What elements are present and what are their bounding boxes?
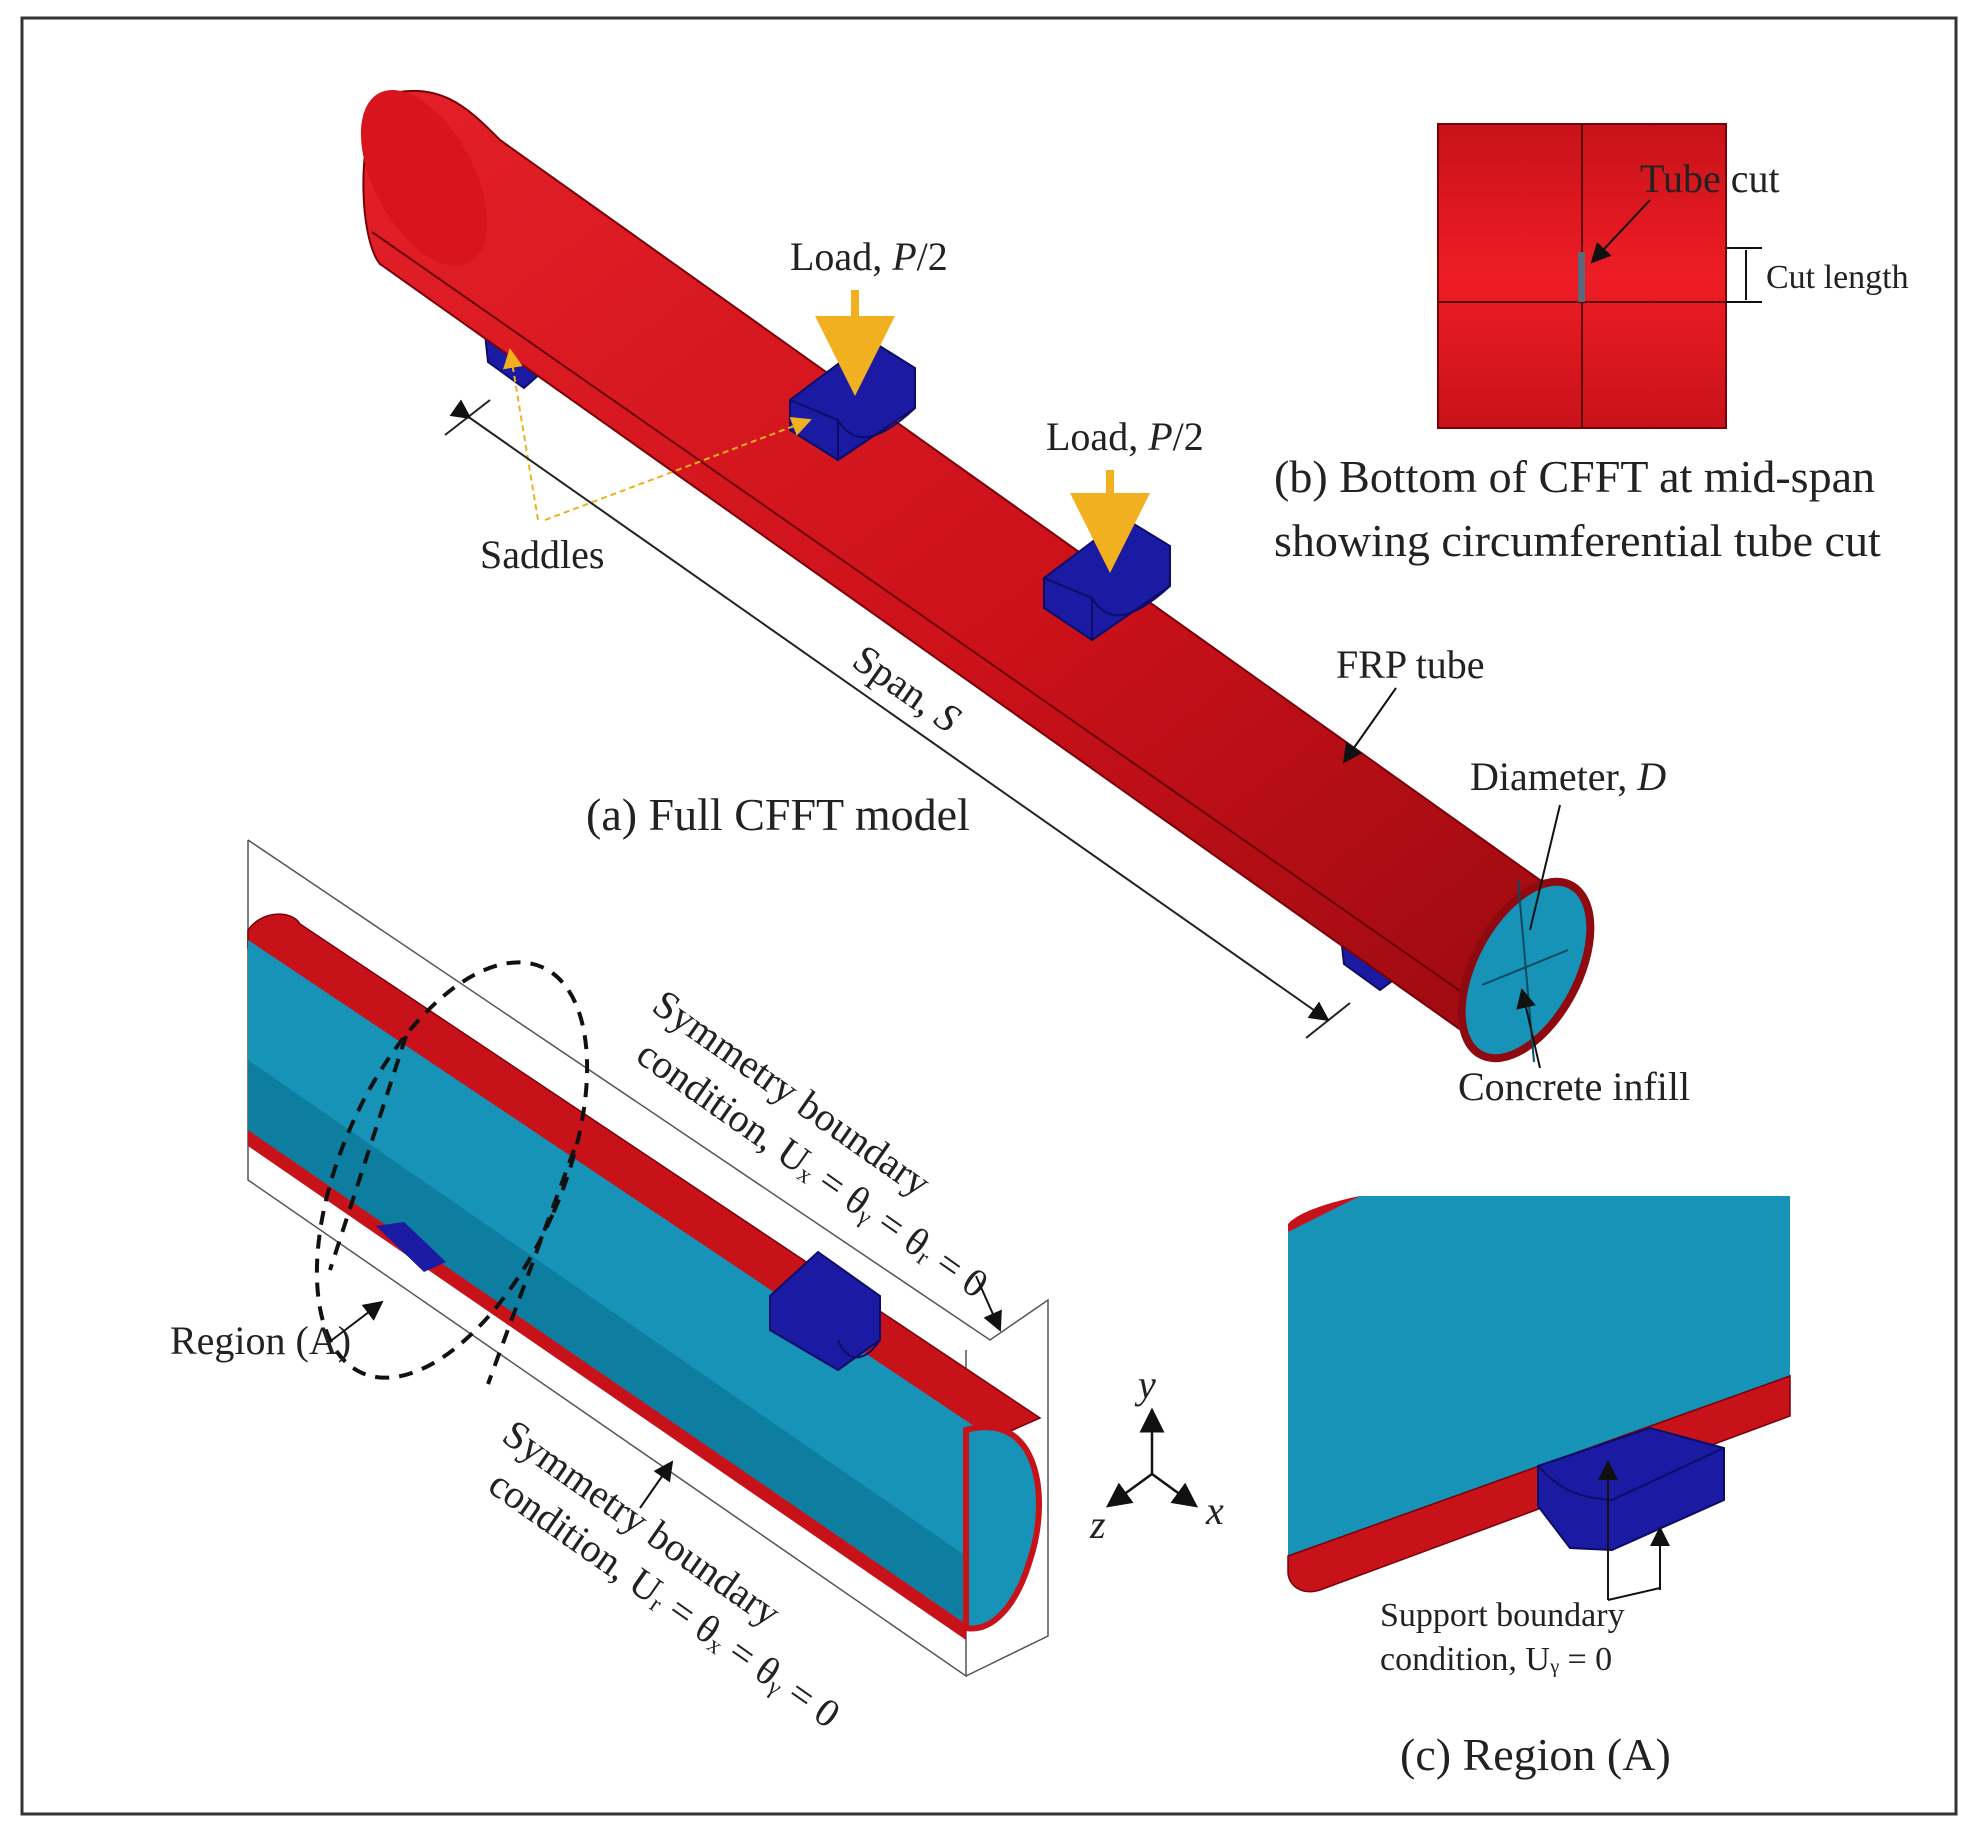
tube-cut-mark (1578, 252, 1585, 302)
axis-x (1151, 1472, 1199, 1508)
saddles-label: Saddles (480, 532, 604, 577)
half-concrete-face-lower (248, 1060, 966, 1624)
panel-a-caption: (a) Full CFFT model (586, 789, 970, 840)
half-end-face (963, 1424, 1042, 1632)
half-saddle-top (769, 1250, 881, 1372)
support-arrow-3 (1607, 1587, 1661, 1601)
span-dimension-line (449, 399, 1330, 1022)
tube-cut-label: Tube cut (1640, 156, 1780, 201)
diameter-label: Diameter, D (1470, 754, 1666, 799)
sym-top-pointer (975, 1275, 1002, 1332)
support-line1: Support boundary (1380, 1597, 1625, 1634)
region-a-dash-1 (328, 1035, 408, 1271)
panel-b: Tube cut Cut length (b) Bottom of CFFT a… (1274, 123, 1909, 566)
region-a-pointer (331, 1300, 384, 1341)
frp-tube-label: FRP tube (1336, 642, 1485, 687)
support-line2: condition, Uᵧ = 0 (1380, 1641, 1612, 1678)
concrete-infill-pointer (1516, 988, 1541, 1069)
tube-left-end (360, 90, 488, 266)
region-a-outline (314, 960, 590, 1380)
symmetry-plane-outline-2 (247, 839, 1049, 1677)
sym-bottom-pointer (639, 1460, 674, 1509)
axis-z-label: z (1089, 1502, 1106, 1547)
region-a-label: Region (A) (170, 1318, 351, 1363)
half-saddle-bottom (376, 1222, 446, 1272)
panel-c-caption: (c) Region (A) (1400, 1729, 1671, 1780)
saddles-pointer-1 (503, 348, 539, 521)
load-label-1: Load, P/2 (790, 234, 948, 279)
frp-tube-pointer (1342, 687, 1397, 764)
diameter-pointer (1529, 804, 1561, 931)
region-c-saddle (1537, 1426, 1725, 1552)
tube-seam (371, 231, 1477, 1003)
panel-b-caption-line1: (b) Bottom of CFFT at mid-span (1274, 451, 1875, 502)
region-a-dash-2 (486, 1149, 576, 1385)
half-model: Region (A) Symmetry boundary condition, … (170, 839, 1049, 1737)
axis-x-label: x (1205, 1488, 1224, 1533)
figure-border (20, 16, 1958, 1816)
panel-c: Support boundary condition, Uᵧ = 0 (c) R… (1287, 1196, 1791, 1780)
axis-z (1105, 1472, 1153, 1508)
load-label-2: Load, P/2 (1046, 414, 1204, 459)
region-c-concrete (1288, 1196, 1790, 1556)
panel-b-caption-line2: showing circumferential tube cut (1274, 515, 1881, 566)
cut-length-label: Cut length (1766, 259, 1909, 296)
axis-y-label: y (1134, 1362, 1156, 1407)
concrete-infill-label: Concrete infill (1458, 1064, 1690, 1109)
tube-cut-pointer (1590, 199, 1651, 264)
span-tick-left (444, 399, 491, 436)
axes-triad: y x z (1089, 1362, 1224, 1547)
